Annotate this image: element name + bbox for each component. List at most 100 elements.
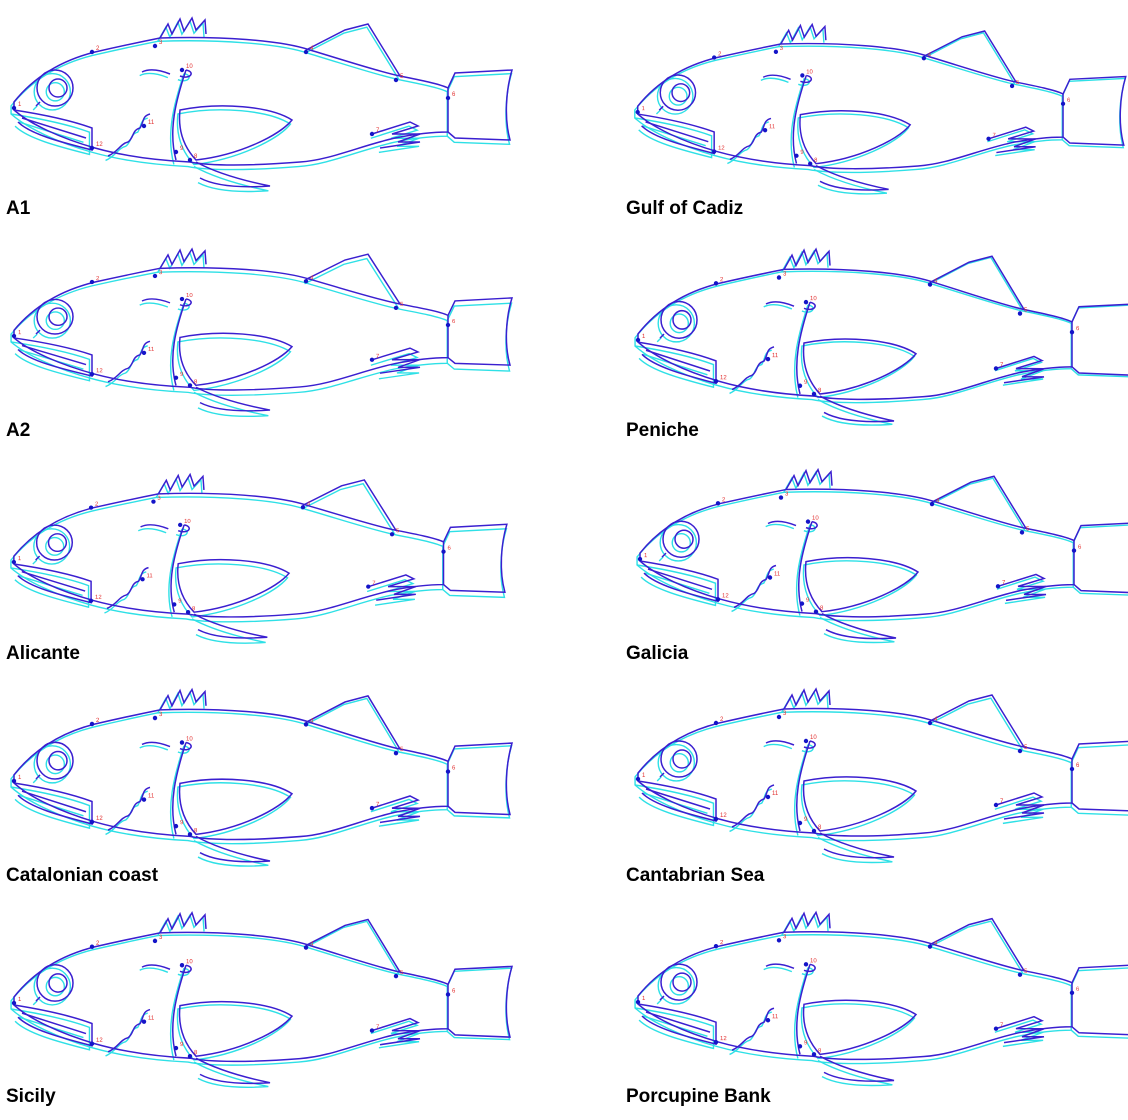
landmark-label: 12 (720, 1036, 727, 1042)
deformed-outline-path (930, 919, 1024, 971)
reference-outline-path (11, 712, 447, 843)
landmark-point (928, 721, 932, 725)
reference-outline (11, 21, 511, 191)
landmark-point (142, 351, 146, 355)
landmark-point (766, 357, 770, 362)
reference-outline-path (156, 478, 202, 498)
reference-outline-path (761, 78, 789, 82)
deformed-outline-path (638, 709, 1072, 837)
reference-outline-path (447, 746, 511, 818)
landmark-point (90, 372, 94, 376)
landmark-point (766, 795, 770, 799)
landmark-label: 2 (96, 276, 99, 282)
landmark-point (180, 297, 184, 301)
reference-outline-path (443, 529, 507, 598)
landmark-point (188, 158, 192, 162)
landmark-label: 10 (184, 519, 191, 525)
landmark-label: 7 (992, 133, 995, 139)
reference-outline-path (447, 303, 511, 371)
reference-outline-path (657, 777, 661, 781)
reference-outline-path (764, 305, 792, 309)
landmark-point (800, 601, 804, 605)
landmark-point (304, 722, 308, 726)
landmark-label: 10 (186, 293, 193, 299)
deformed-outline-path (108, 787, 150, 830)
landmark-point (774, 50, 778, 54)
deformed-outline-path (180, 106, 292, 160)
landmark-point (766, 1018, 770, 1022)
landmark-point (812, 829, 816, 833)
deformed-outline-path (800, 111, 910, 164)
panel-caption: A1 (6, 198, 30, 220)
reference-outline-path (11, 41, 447, 170)
reference-outline-path (140, 746, 168, 750)
landmark-label: 1 (644, 553, 648, 559)
landmark-point (636, 1000, 640, 1004)
landmark-point (814, 609, 818, 613)
reference-outline-path (33, 334, 37, 338)
reference-outline-path (1073, 525, 1128, 596)
landmark-label: 11 (147, 573, 153, 579)
landmark-point (370, 358, 374, 362)
landmark-label: 11 (772, 1014, 779, 1020)
deformed-outline-path (1074, 523, 1128, 593)
landmark-label: 1 (18, 775, 22, 781)
landmark-point (777, 715, 781, 719)
panel-caption: Cantabrian Sea (626, 865, 764, 887)
panel-caption: Alicante (6, 643, 80, 665)
landmark-label: 1 (18, 102, 22, 108)
landmark-label: 1 (642, 996, 646, 1002)
landmark-point (714, 721, 718, 725)
landmark-point (90, 820, 94, 824)
landmark-point (172, 602, 176, 606)
landmark-label: 11 (148, 120, 155, 126)
deformed-outline-path (1072, 304, 1128, 376)
landmark-label: 11 (148, 794, 155, 800)
landmark-point (304, 945, 308, 949)
panel-alicante: 123456789101112 Alicante (0, 455, 540, 677)
landmark-point (153, 716, 157, 720)
landmark-point (90, 1041, 94, 1045)
landmark-label: 10 (186, 64, 193, 70)
deformed-outline: 123456789101112 (12, 474, 507, 639)
deformed-outline-path (1072, 741, 1128, 811)
reference-outline-path (1071, 745, 1128, 816)
landmark-label: 11 (772, 353, 779, 359)
fish-outline-gulf-of-cadiz: 123456789101112 (620, 10, 1128, 200)
deformed-outline: 123456789101112 (12, 248, 512, 412)
landmark-point (89, 599, 93, 603)
landmark-point (394, 751, 398, 755)
deformed-outline-path (180, 779, 292, 834)
reference-outline (11, 478, 506, 643)
landmark-point (808, 161, 812, 165)
landmark-label: 6 (447, 546, 451, 552)
landmark-point (712, 149, 716, 153)
landmark-label: 11 (148, 347, 154, 353)
landmark-label: 2 (95, 502, 98, 508)
landmark-point (142, 124, 146, 128)
landmark-point (714, 944, 718, 948)
landmark-point (188, 383, 192, 387)
landmark-label: 6 (1076, 763, 1080, 769)
deformed-outline-path (448, 743, 512, 815)
landmark-point (90, 146, 94, 150)
deformed-outline-path (108, 1009, 150, 1052)
landmark-point (366, 585, 370, 589)
landmark-point (716, 597, 720, 601)
deformed-outline-path (306, 696, 400, 749)
reference-outline-path (140, 73, 168, 77)
landmark-point (1070, 330, 1074, 335)
panel-catalonian-coast: 123456789101112 Catalonian coast (0, 677, 540, 899)
landmark-point (777, 275, 781, 280)
landmark-point (188, 1054, 192, 1058)
deformed-outline-path (142, 299, 170, 303)
fish-outline-peniche: 123456789101112 (620, 232, 1128, 422)
deformed-outline-path (732, 1008, 774, 1050)
landmark-point (441, 549, 445, 553)
landmark-point (716, 501, 720, 505)
landmark-point (90, 280, 94, 284)
reference-outline-path (1071, 305, 1128, 377)
